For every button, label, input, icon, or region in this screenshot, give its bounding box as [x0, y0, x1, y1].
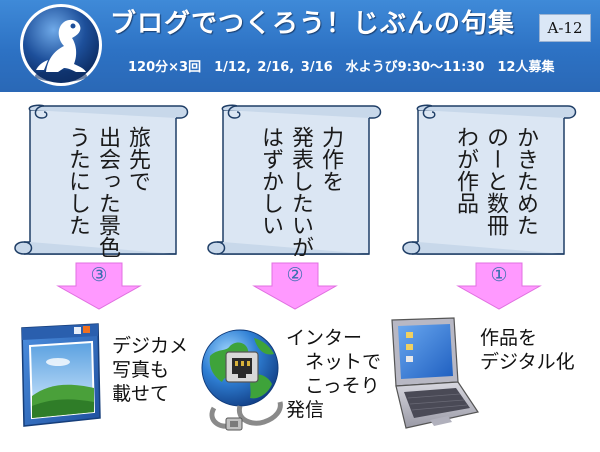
down-arrow-icon	[56, 262, 142, 310]
haiku-line: かきためた	[513, 126, 538, 236]
down-arrow-icon	[456, 262, 542, 310]
caption-line: デジタル化	[480, 351, 575, 373]
haiku-line: うたにした	[65, 126, 90, 236]
haiku-line: 旅先で	[125, 126, 150, 192]
caption-line: 載せて	[112, 383, 170, 405]
caption-internet: インター ネットで こっそり 発信	[286, 326, 381, 422]
laptop-icon	[391, 317, 479, 429]
caption-line: ネットで	[286, 351, 382, 373]
caption-camera: デジカメ 写真も 載せて	[112, 334, 188, 406]
step-number: ③	[90, 264, 108, 286]
haiku-scroll-3: かきためた のーと数冊 わが作品	[392, 104, 588, 266]
haiku-text-3: かきためた のーと数冊 わが作品	[450, 126, 540, 236]
caption-line: 写真も	[112, 359, 170, 381]
haiku-line: はずかしい	[258, 126, 283, 236]
caption-line: こっそり	[286, 375, 380, 397]
haiku-line: のーと数冊	[483, 126, 508, 236]
header-banner: ブログでつくろう！じぶんの句集 A-12 120分×3回 1/12, 2/16,…	[0, 0, 600, 92]
haiku-text-2: 力作を 発表したいが はずかしい	[255, 126, 345, 258]
haiku-line: 力作を	[318, 126, 343, 192]
haiku-line: 発表したいが	[288, 126, 313, 258]
haiku-line: わが作品	[453, 126, 478, 214]
scroll-shape	[402, 104, 577, 255]
scroll-shape	[207, 104, 382, 255]
step-number: ①	[490, 264, 508, 286]
step-arrow-2: ②	[252, 262, 338, 310]
caption-line: デジカメ	[112, 335, 189, 357]
haiku-scroll-2: 力作を 発表したいが はずかしい	[197, 104, 393, 266]
down-arrow-icon	[252, 262, 338, 310]
step-arrow-1: ①	[456, 262, 542, 310]
caption-line: 作品を	[480, 327, 538, 349]
caption-laptop: 作品を デジタル化	[480, 326, 575, 374]
frog-logo-icon	[20, 4, 102, 86]
step-arrow-3: ③	[56, 262, 142, 310]
step-number: ②	[286, 264, 304, 286]
photo-window-icon	[21, 323, 101, 427]
course-code-badge: A-12	[539, 14, 591, 42]
globe-network-icon	[201, 329, 283, 431]
haiku-line: 出会った景色	[95, 126, 120, 258]
haiku-scroll-1: 旅先で 出会った景色 うたにした	[4, 104, 200, 266]
schedule-info: 120分×3回 1/12, 2/16, 3/16 水ようび9:30～11:30 …	[128, 60, 555, 75]
scroll-shape	[14, 104, 189, 255]
caption-line: 発信	[286, 399, 325, 421]
haiku-text-1: 旅先で 出会った景色 うたにした	[62, 126, 152, 258]
page-title: ブログでつくろう！じぶんの句集	[110, 9, 516, 39]
caption-line: インター	[286, 327, 363, 349]
